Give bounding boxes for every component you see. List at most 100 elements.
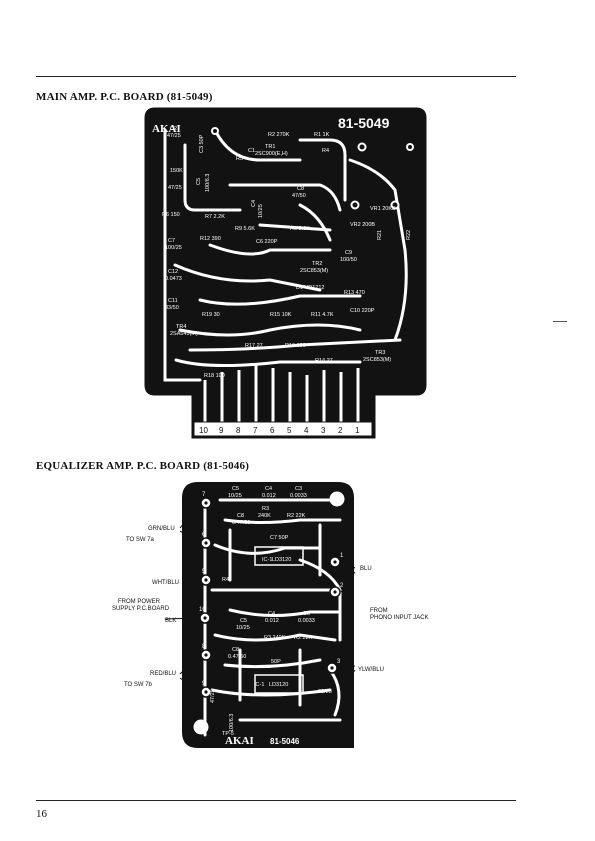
eq-label: 10/25 — [228, 493, 242, 499]
main-label: TR4 — [176, 324, 186, 330]
ic1-bottom — [254, 674, 304, 694]
eq-label: R4 — [222, 577, 229, 583]
main-label: C6 220P — [256, 239, 278, 245]
main-label: C8 — [297, 186, 304, 192]
pad-number: 7 — [202, 492, 206, 498]
main-label: C5 — [196, 178, 202, 185]
eq-label: C3 — [303, 611, 310, 617]
eq-label: R3 — [262, 506, 269, 512]
label-from-power-1: FROM POWER — [118, 599, 161, 605]
eq-pad-holes — [203, 501, 337, 694]
main-label: R19 30 — [202, 312, 220, 318]
eq-label: C4 — [265, 486, 272, 492]
main-label: C2 — [170, 126, 177, 132]
main-label: R18 100 — [204, 373, 225, 379]
eq-label: IC-1 — [254, 682, 264, 688]
main-label: C3 50P — [199, 134, 205, 153]
main-label: R14 27 — [315, 358, 333, 364]
eq-label: C7 50P — [270, 535, 289, 541]
eq-label: 10/25 — [236, 625, 250, 631]
main-label: C1 — [248, 148, 255, 154]
pin-number: 2 — [338, 426, 343, 435]
eq-label: 0.47/50 — [232, 520, 250, 526]
main-pin-strip — [193, 421, 373, 437]
eq-brand: AKAI — [225, 735, 254, 747]
label-from-power-2: SUPPLY P.C.BOARD — [112, 606, 170, 612]
eq-label: 22/25 — [318, 689, 332, 695]
label-blk: BLK — [165, 618, 176, 624]
main-hole — [357, 142, 367, 152]
main-label: C11 — [168, 298, 178, 304]
top-rule — [36, 76, 516, 77]
pad-number: 3 — [337, 659, 341, 665]
eq-label: 0.0033 — [290, 493, 307, 499]
main-label: TR3 — [375, 350, 385, 356]
main-label: R17 27 — [245, 343, 263, 349]
main-hole — [406, 143, 414, 151]
label-ylw-blu: YLW/BLU — [358, 667, 384, 673]
eq-label: C5 — [240, 618, 247, 624]
pad-number: 10 — [199, 607, 206, 613]
main-traces — [163, 128, 408, 382]
main-label: 10/25 — [258, 204, 264, 218]
eq-label: R3 240K — [264, 635, 286, 641]
main-label: 2SC853(M) — [363, 357, 391, 363]
label-from-phono-2: PHONO INPUT JACK — [370, 615, 429, 621]
bottom-rule — [36, 800, 516, 801]
pad-number: 6 — [202, 532, 206, 538]
eq-label: C3 — [295, 486, 302, 492]
main-label: R6 150 — [162, 212, 180, 218]
eq-label: LD3120 — [269, 682, 288, 688]
main-label: 150K — [170, 168, 183, 174]
eq-label: 0.47/50 — [228, 654, 246, 660]
main-label: C9 — [345, 250, 352, 256]
eq-wire-leads — [164, 502, 356, 693]
main-label: C4 — [251, 200, 257, 207]
pin-number: 10 — [199, 426, 208, 435]
equalizer-amp-board: 7 6 5 10 8 9 1 2 3 C5 10/25 C4 0.012 C3 … — [182, 482, 354, 748]
eq-label: LD3120 — [272, 557, 291, 563]
main-label: 47/25 — [168, 185, 182, 191]
label-blu: BLU — [360, 566, 372, 572]
eq-label: R2 22K — [287, 513, 306, 519]
eq-label: 240K — [258, 513, 271, 519]
pin-number: 5 — [287, 426, 292, 435]
equalizer-board-heading: EQUALIZER AMP. P.C. BOARD (81-5046) — [36, 460, 250, 472]
main-label: 100/6.3 — [205, 174, 211, 192]
main-label: C10 220P — [350, 308, 375, 314]
page-number: 16 — [36, 808, 47, 820]
main-label: R15 10K — [270, 312, 292, 318]
main-label: VR1 20KB — [370, 206, 396, 212]
main-label: R7 2.2K — [205, 214, 225, 220]
main-hole — [350, 200, 360, 210]
main-label: R5 — [236, 156, 243, 162]
main-label: R9 5.6K — [235, 226, 255, 232]
eq-label: R2 22K — [294, 635, 313, 641]
main-label: 47/50 — [292, 193, 306, 199]
eq-label: 0.012 — [262, 493, 276, 499]
main-label: R2 270K — [268, 132, 290, 138]
main-amp-board: AKAI 81-5049 C2 47/25 C3 50P R2 270K R1 … — [144, 107, 427, 439]
main-label: R1 1K — [314, 132, 330, 138]
main-board-heading: MAIN AMP. P.C. BOARD (81-5049) — [36, 91, 213, 103]
eq-label: 0.0033 — [298, 618, 315, 624]
pin-number: 9 — [219, 426, 224, 435]
pin-number: 3 — [321, 426, 326, 435]
main-label: R21 — [377, 230, 383, 240]
main-label: TR2 — [312, 261, 322, 267]
main-label: 47/25 — [167, 133, 181, 139]
pad-number: 2 — [340, 583, 344, 589]
label-grn-blu: GRN/BLU — [148, 526, 175, 532]
main-hole — [211, 127, 219, 135]
main-brand: AKAI — [152, 123, 181, 135]
label-to-sw7b: TO SW 7b — [124, 682, 153, 688]
main-label: TR1 — [265, 144, 275, 150]
main-label: R11 4.7K — [311, 312, 334, 318]
pad-number: 1 — [340, 553, 344, 559]
pin-number: 7 — [253, 426, 258, 435]
main-label: 2SA545(M) — [170, 331, 198, 337]
pad-number: 8 — [202, 644, 206, 650]
label-wht-blu: WHT/BLU — [152, 580, 179, 586]
eq-label: C8 — [237, 513, 244, 519]
